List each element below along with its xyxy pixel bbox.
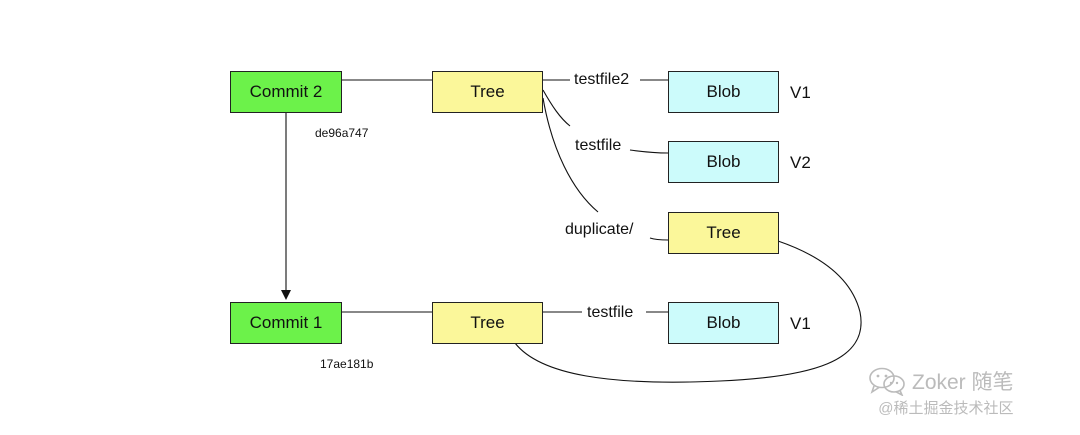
- edge-label-testfile2: testfile2: [574, 71, 630, 88]
- edge-commit1-tree-to-duplicate-tree: [514, 240, 862, 383]
- commit-2-tree-node[interactable]: Tree: [432, 71, 543, 113]
- wechat-icon: [869, 367, 905, 396]
- watermark-subtitle: @稀土掘金技术社区: [878, 400, 1014, 417]
- edge-label-testfile: testfile: [575, 137, 622, 154]
- commit-2-hash: de96a747: [315, 126, 369, 140]
- watermark-title: Zoker 随笔: [912, 371, 1014, 394]
- version-commit1-testfile: V1: [790, 314, 811, 333]
- commit-1-hash: 17ae181b: [320, 357, 374, 371]
- watermark: Zoker 随笔 @稀土掘金技术社区: [868, 366, 1014, 418]
- commit-2-node[interactable]: Commit 2: [230, 71, 342, 113]
- watermark-title-row: Zoker 随笔: [868, 366, 1014, 396]
- version-testfile2: V1: [790, 83, 811, 102]
- edge-tree-testfile-label: [542, 89, 571, 127]
- edge-testfile-blob: [629, 149, 669, 154]
- edge-tree-duplicate-label: [542, 97, 599, 213]
- commit-1-node[interactable]: Commit 1: [230, 302, 342, 344]
- edge-label-commit1-testfile: testfile: [587, 304, 634, 321]
- edge-duplicate-tree: [649, 237, 669, 241]
- blob-commit1-testfile-node[interactable]: Blob: [668, 302, 779, 344]
- blob-testfile2-node[interactable]: Blob: [668, 71, 779, 113]
- edge-label-duplicate: duplicate/: [565, 221, 634, 238]
- commit-1-tree-node[interactable]: Tree: [432, 302, 543, 344]
- version-testfile: V2: [790, 153, 811, 172]
- duplicate-tree-node[interactable]: Tree: [668, 212, 779, 254]
- blob-testfile-node[interactable]: Blob: [668, 141, 779, 183]
